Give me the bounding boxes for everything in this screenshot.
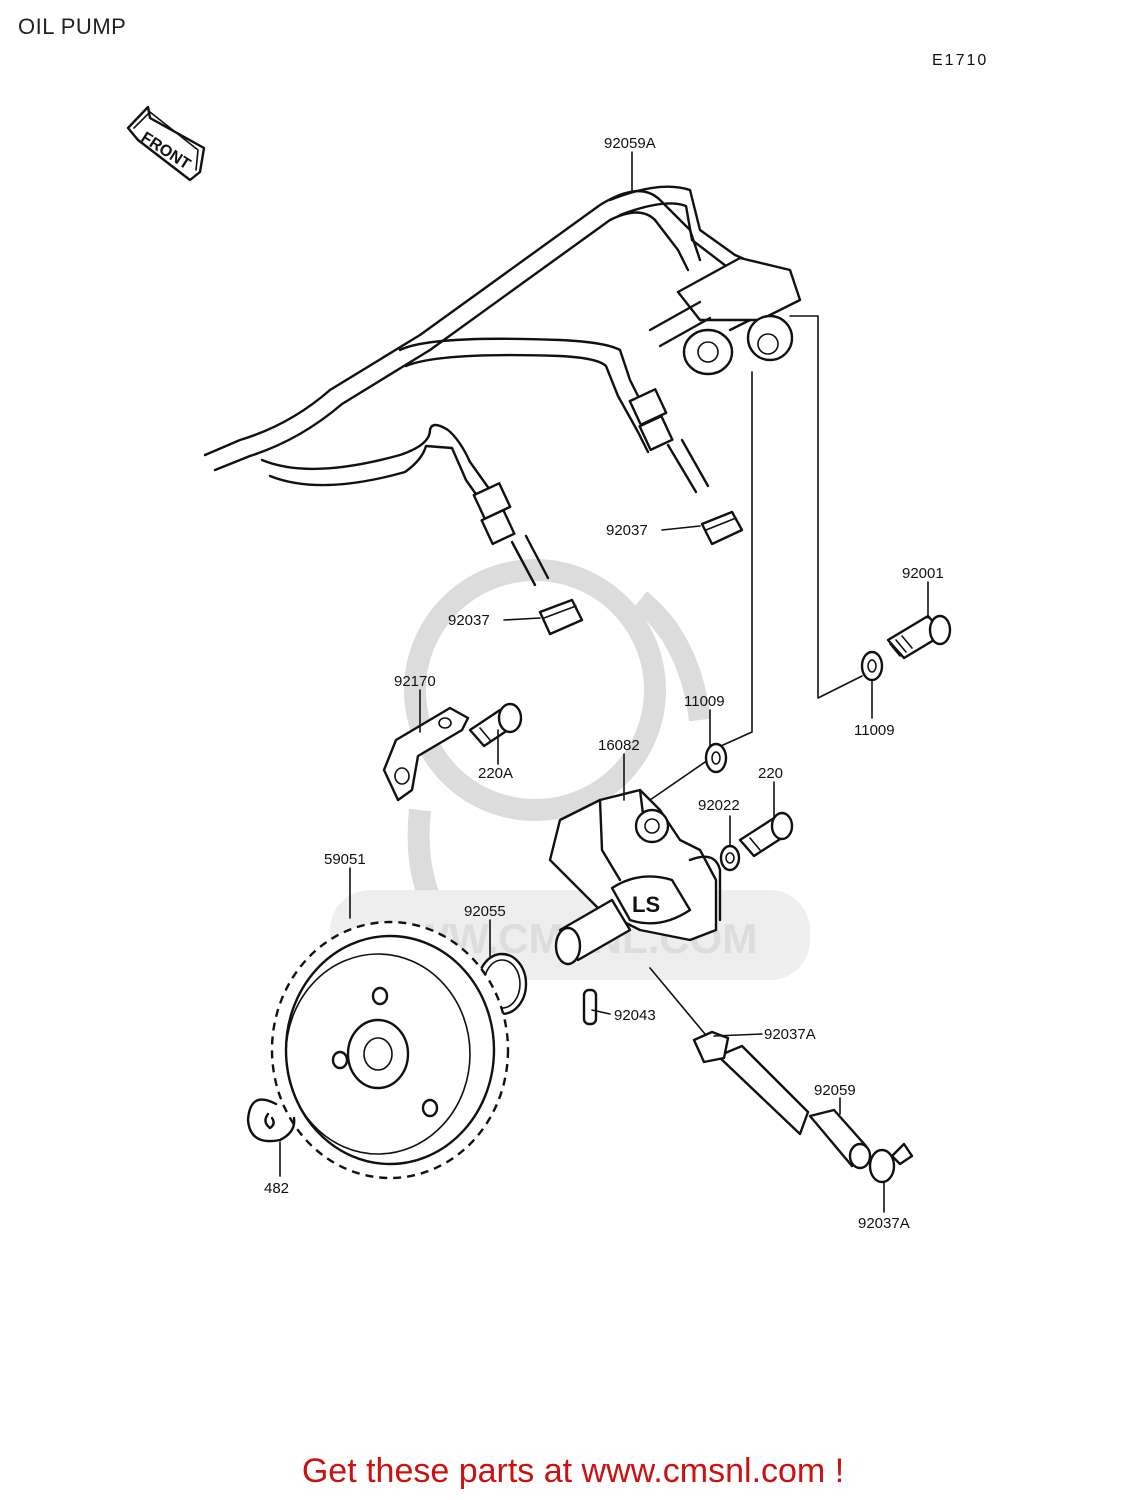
part-label-16082: 16082	[598, 737, 640, 754]
bolt-92001	[886, 614, 952, 660]
clamp-92037A-upper	[692, 1030, 730, 1064]
clip-92037-upper	[700, 510, 744, 546]
oil-pump-body: LS	[548, 788, 722, 966]
part-label-92037-upper: 92037	[606, 522, 648, 539]
part-labels: 92059A 92037 92037 92001 92170 220A 1100…	[264, 135, 944, 1232]
front-label: FRONT	[138, 129, 194, 173]
circlip-482	[246, 1098, 296, 1143]
footer-text-after: !	[825, 1452, 845, 1490]
leader-pump-banjo	[649, 759, 709, 801]
diagram-code: E1710	[932, 52, 989, 69]
part-label-92055: 92055	[464, 903, 506, 920]
part-label-11009-left: 11009	[684, 693, 725, 710]
gear-59051	[270, 920, 510, 1180]
part-label-11009-right: 11009	[854, 722, 895, 739]
part-label-220: 220	[758, 765, 783, 782]
hose-92059	[649, 967, 872, 1170]
oil-pump-exploded-diagram: WWW.CMSNL.COM FRONT	[126, 105, 952, 1232]
washer-92022	[719, 844, 741, 872]
part-label-92022: 92022	[698, 797, 740, 814]
leader-11009-left	[711, 371, 753, 751]
washer-11009-left	[704, 742, 728, 774]
part-label-482: 482	[264, 1180, 289, 1197]
part-label-59051: 59051	[324, 851, 366, 868]
bolt-220A	[468, 702, 523, 748]
footer-text-before: Get these parts at	[301, 1452, 582, 1490]
clamp-92037A-lower	[868, 1142, 914, 1184]
screw-220	[738, 811, 794, 858]
part-label-92037A-lower: 92037A	[858, 1215, 910, 1232]
clip-92037-lower	[538, 598, 584, 636]
washer-11009-right	[860, 650, 884, 682]
part-label-92059: 92059	[814, 1082, 856, 1099]
leader-lines	[279, 151, 929, 1213]
part-label-92059A: 92059A	[604, 135, 656, 152]
pin-92043	[582, 988, 598, 1026]
part-label-220A: 220A	[478, 765, 513, 782]
part-label-92170: 92170	[394, 673, 436, 690]
page-title: OIL PUMP	[18, 14, 127, 39]
part-label-92037A-upper: 92037A	[764, 1026, 816, 1043]
part-label-92043: 92043	[614, 1007, 656, 1024]
footer-link[interactable]: www.cmsnl.com	[581, 1452, 826, 1490]
part-label-92001: 92001	[902, 565, 944, 582]
part-label-92037-lower: 92037	[448, 612, 490, 629]
front-arrow-icon: FRONT	[126, 105, 206, 182]
oil-hose-assembly	[203, 185, 802, 587]
svg-text:LS: LS	[632, 892, 660, 917]
footer-banner: Get these parts at www.cmsnl.com !	[0, 1452, 1146, 1491]
bracket-92170	[382, 706, 470, 802]
leader-11009-right	[789, 315, 863, 699]
